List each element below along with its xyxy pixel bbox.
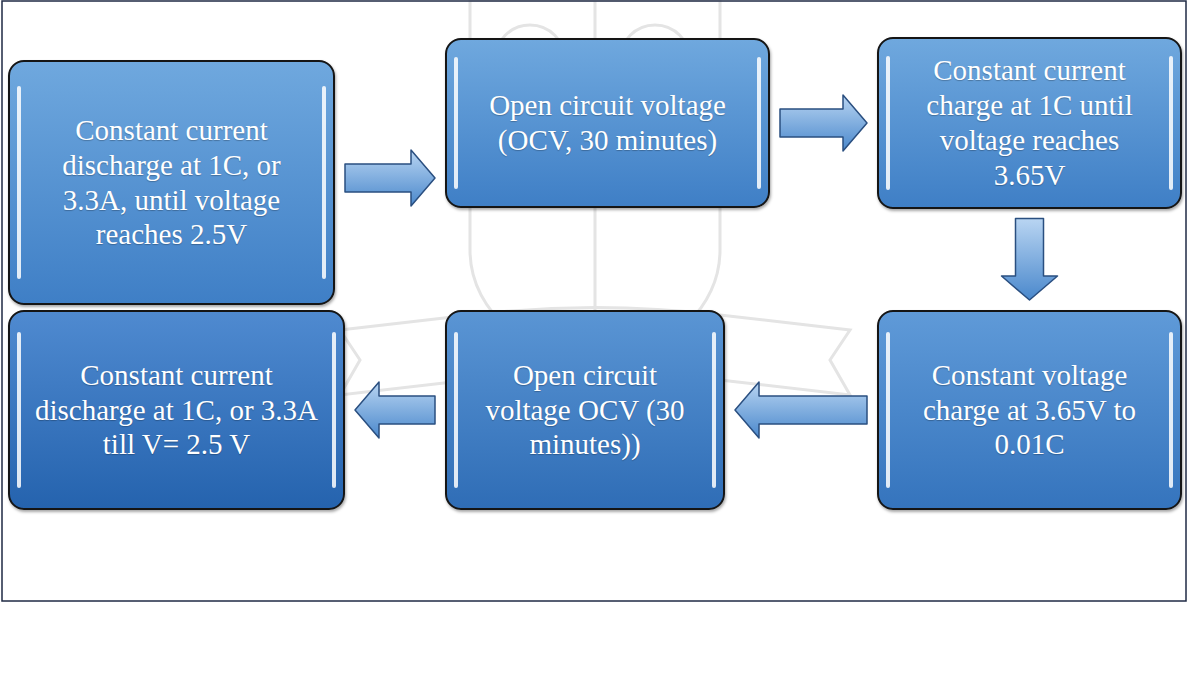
process-box: Constant current charge at 1C until volt… <box>877 37 1182 208</box>
box-text: Constant current discharge at 1C, or 3.3… <box>32 113 311 252</box>
block-arrow <box>355 382 435 438</box>
block-arrow <box>1002 219 1058 300</box>
box-text: Open circuit voltage OCV (30 minutes)) <box>469 358 701 462</box>
arrow-shape <box>780 95 867 151</box>
block-arrow <box>780 95 867 151</box>
process-box: Open circuit voltage OCV (30 minutes)) <box>445 310 725 510</box>
arrow-shape <box>345 150 435 206</box>
box-text: Open circuit voltage (OCV, 30 minutes) <box>469 88 746 158</box>
box-text: Constant voltage charge at 3.65V to 0.01… <box>901 358 1158 462</box>
block-arrow <box>735 382 867 438</box>
outer-frame <box>2 1 1186 601</box>
process-box: Constant voltage charge at 3.65V to 0.01… <box>877 310 1182 510</box>
process-box: Open circuit voltage (OCV, 30 minutes) <box>445 38 770 208</box>
process-box: Constant current discharge at 1C, or 3.3… <box>8 310 345 510</box>
arrow-shape <box>355 382 435 438</box>
process-box: Constant current discharge at 1C, or 3.3… <box>8 60 335 305</box>
box-text: Constant current discharge at 1C, or 3.3… <box>32 358 321 462</box>
arrow-shape <box>1002 219 1058 300</box>
block-arrow <box>345 150 435 206</box>
arrow-shape <box>735 382 867 438</box>
box-text: Constant current charge at 1C until volt… <box>901 53 1158 192</box>
